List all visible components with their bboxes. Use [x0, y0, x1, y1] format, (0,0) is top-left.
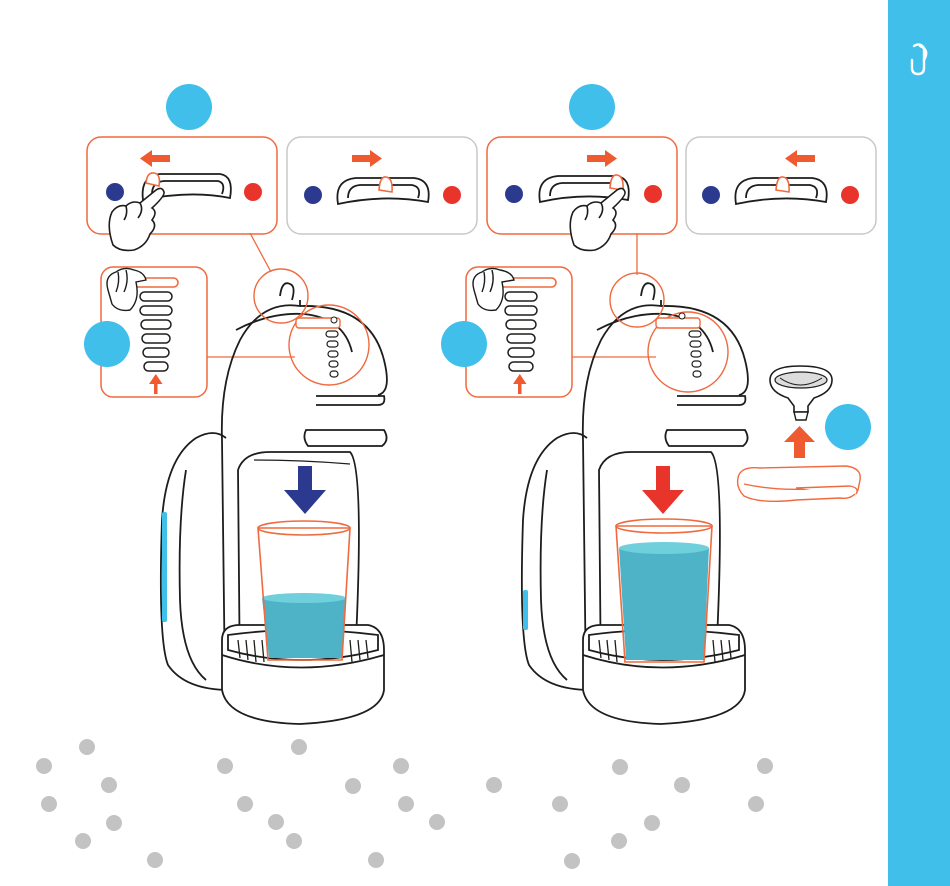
cold-indicator-dot [304, 186, 322, 204]
water-level-panel-1 [84, 267, 207, 397]
slider-knob [146, 173, 159, 186]
cup-1 [258, 521, 350, 660]
hot-dispense-arrow-icon [642, 466, 684, 514]
cold-indicator-dot [702, 186, 720, 204]
connector-line [250, 233, 271, 272]
capsule-holder-icon [738, 466, 861, 501]
step-2 [441, 84, 876, 724]
water-tank-window [162, 512, 167, 622]
step-badge-1 [166, 84, 212, 130]
cup-2 [616, 519, 712, 662]
hot-indicator-dot [644, 185, 662, 203]
step-badge-4 [441, 321, 487, 367]
step-badge-2 [84, 321, 130, 367]
step-badge-5 [825, 404, 871, 450]
up-arrow-icon [784, 426, 815, 458]
decorative-dots [36, 739, 773, 869]
step-1 [84, 84, 477, 724]
hot-indicator-dot [244, 183, 262, 201]
water-level-panel-2 [441, 267, 572, 397]
cold-indicator-dot [106, 183, 124, 201]
diagram-canvas [0, 0, 888, 886]
slider-knob [776, 177, 789, 192]
slider-panel-1a [87, 137, 277, 250]
slider-closeup-ring [610, 273, 664, 327]
capsule-icon [770, 366, 832, 420]
sidebar-band [888, 0, 950, 886]
hot-indicator-dot [841, 186, 859, 204]
water-tank-window [523, 590, 528, 630]
control-panel-closeup [289, 305, 369, 385]
slider-panel-1b [287, 137, 477, 234]
step-badge-3 [569, 84, 615, 130]
cold-dispense-arrow-icon [284, 466, 326, 514]
slider-knob [379, 177, 392, 192]
slider-panel-2b [686, 137, 876, 234]
control-panel-closeup [648, 312, 728, 392]
slider-panel-2a [487, 137, 677, 250]
cold-indicator-dot [505, 185, 523, 203]
hot-indicator-dot [443, 186, 461, 204]
capsule-glyph-icon [900, 40, 938, 80]
